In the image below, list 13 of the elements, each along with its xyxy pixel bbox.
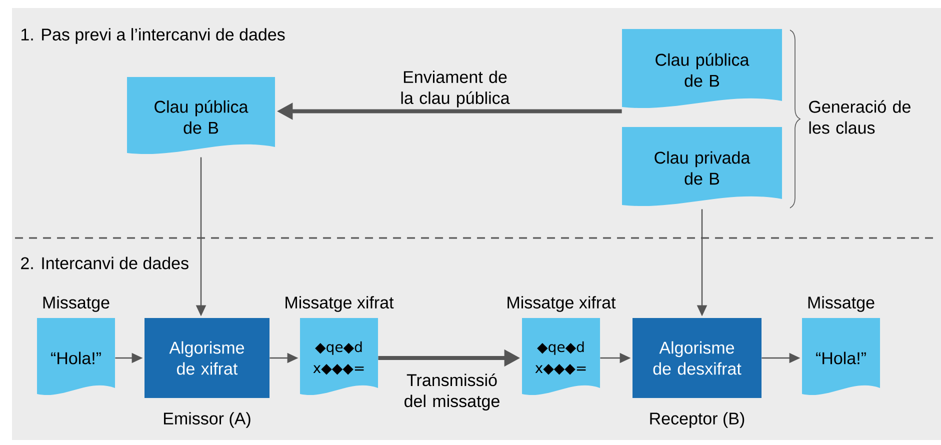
heading: Missatge	[43, 296, 110, 312]
node-label: Receptor (B)	[650, 412, 744, 428]
node-label: Emissor (A)	[164, 412, 250, 428]
section-label: Generació de les claus	[809, 100, 910, 134]
process-box: Algorisme de desxifrat	[632, 318, 762, 398]
heading: Missatge xifrat	[508, 296, 616, 312]
process-box: Algorisme de xifrat	[144, 318, 270, 398]
heading: Missatge xifrat	[286, 296, 394, 312]
section-label: 1. Pas previ a l’intercanvi de dades	[22, 28, 285, 44]
edge-label: Transmissió del missatge	[404, 373, 500, 411]
section-label: 2. Intercanvi de dades	[21, 256, 188, 270]
heading: Missatge	[808, 296, 874, 312]
edge-label: Enviament de la clau pública	[401, 70, 510, 108]
